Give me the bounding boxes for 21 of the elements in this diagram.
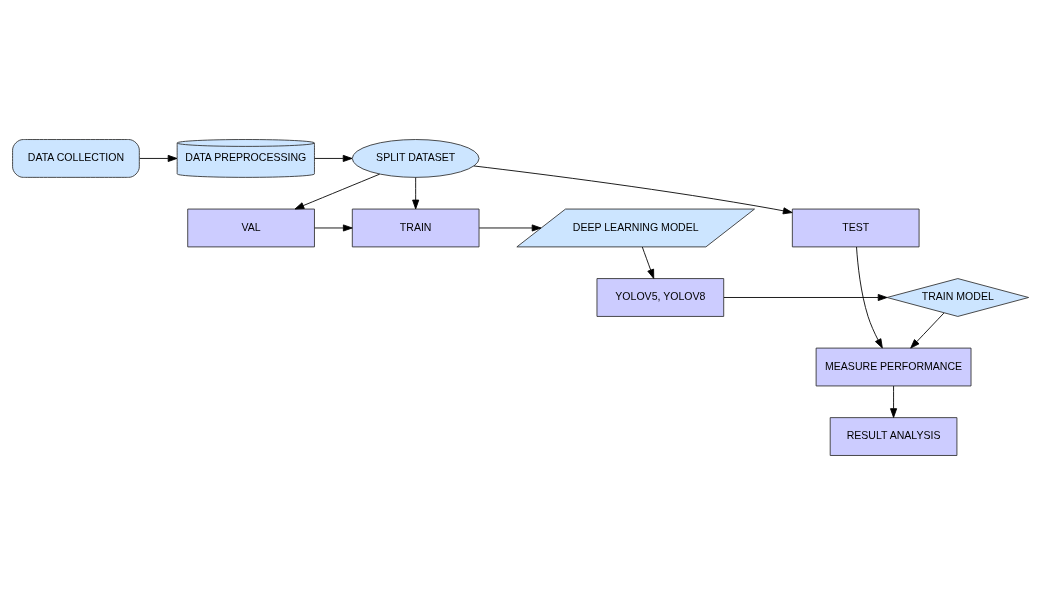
node-box: RESULT ANALYSIS bbox=[829, 416, 958, 456]
node-box: MEASURE PERFORMANCE bbox=[815, 347, 972, 386]
arrow bbox=[314, 154, 353, 162]
arrow bbox=[294, 173, 380, 209]
arrow bbox=[473, 165, 793, 214]
node-diamond: TRAIN MODEL bbox=[886, 277, 1030, 317]
arrow bbox=[139, 154, 178, 162]
node-box: TRAIN bbox=[351, 208, 480, 247]
arrow bbox=[412, 176, 420, 209]
node-ellipse: SPLIT DATASET bbox=[351, 138, 480, 178]
node-box: YOLOV5, YOLOV8 bbox=[596, 277, 725, 317]
node-box: TEST bbox=[791, 208, 920, 247]
arrow bbox=[910, 312, 945, 349]
node-box: VAL bbox=[187, 208, 315, 247]
arrow bbox=[641, 246, 655, 279]
arrow bbox=[890, 385, 898, 418]
arrow bbox=[723, 293, 888, 301]
node-box: DATA COLLECTION bbox=[12, 138, 140, 178]
arrow bbox=[478, 223, 542, 231]
arrow bbox=[314, 223, 353, 231]
arrow bbox=[856, 246, 883, 348]
